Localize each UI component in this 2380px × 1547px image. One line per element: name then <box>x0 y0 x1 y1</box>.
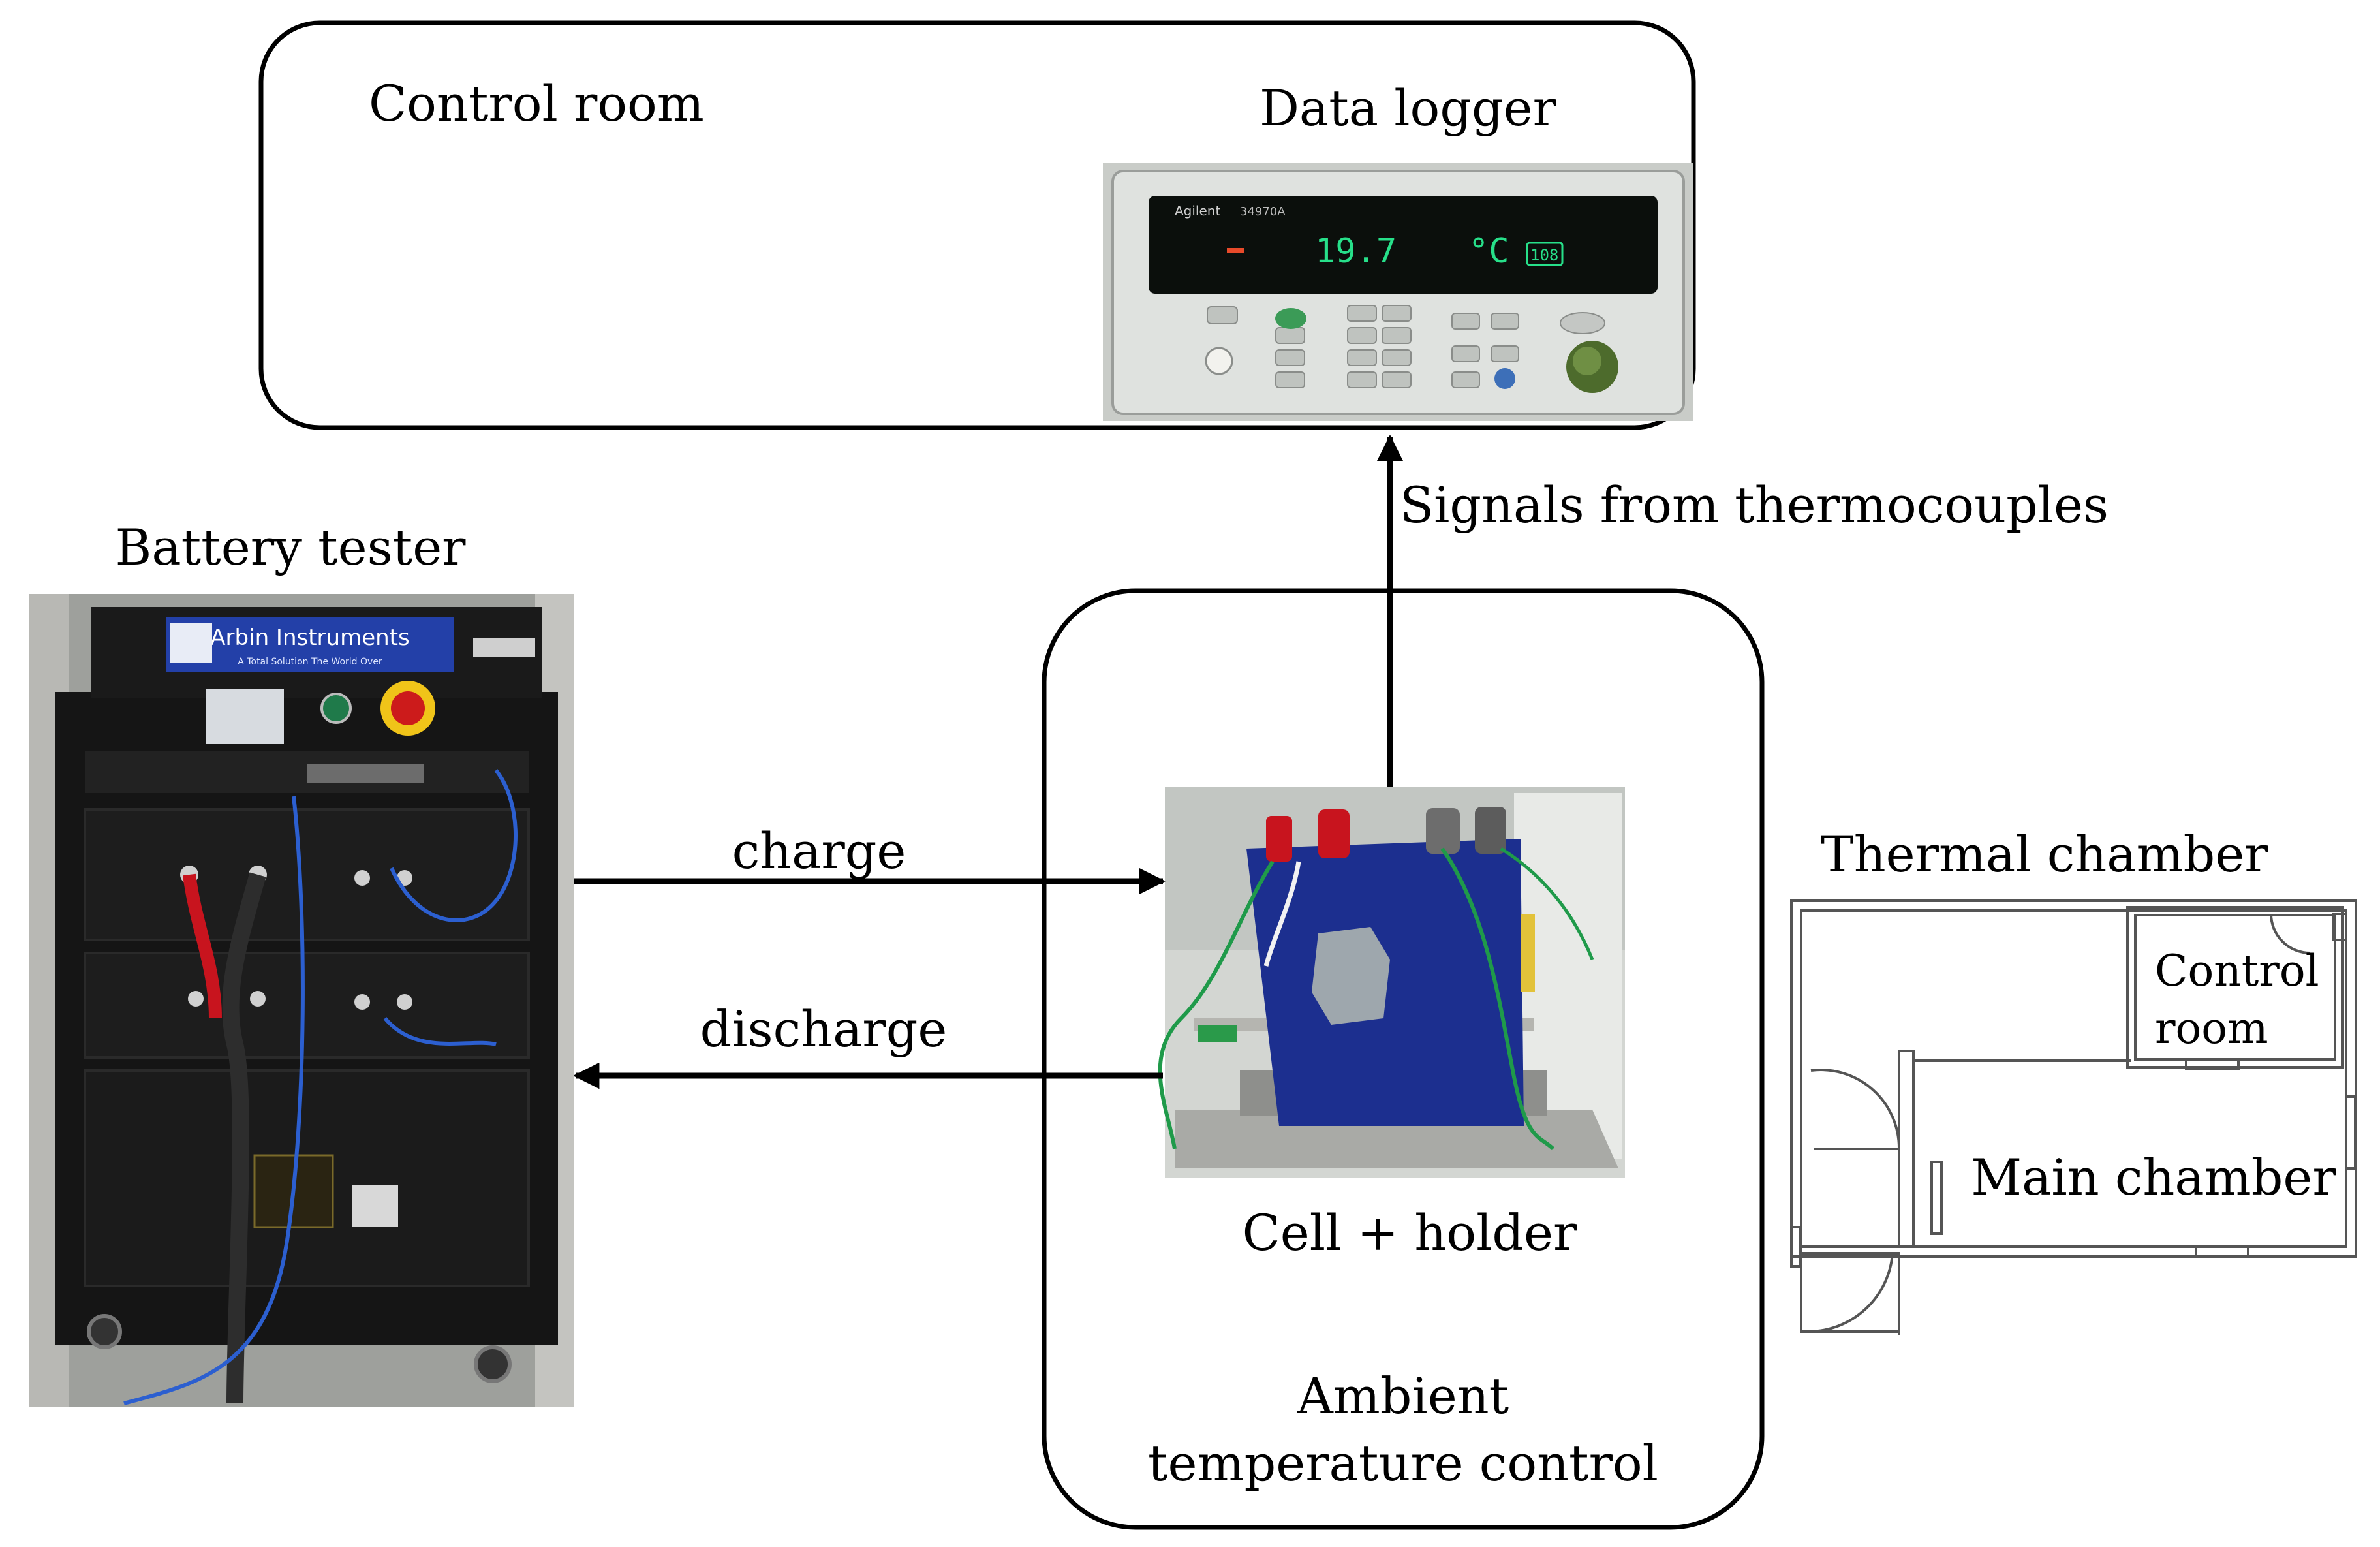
ambient-control-box: Ambient temperature control <box>1042 588 1765 1530</box>
floorplan-control-line1: Control <box>2155 946 2319 996</box>
logger-unit: °C <box>1468 232 1509 271</box>
signals-label: Signals from thermocouples <box>1400 476 2109 534</box>
cell-holder-label: Cell + holder <box>1243 1204 1577 1262</box>
arbin-brand: Arbin Instruments <box>210 625 409 651</box>
arbin-tagline: A Total Solution The World Over <box>238 657 382 667</box>
data-logger-photo: Agilent 34970A 19.7 °C 108 <box>1103 163 1693 421</box>
control-room-label: Control room <box>369 74 704 133</box>
ambient-label-line2: temperature control <box>1148 1434 1658 1492</box>
cell-holder-photo: Cell + holder <box>1158 787 1625 1262</box>
logger-channel: 108 <box>1530 246 1558 264</box>
floorplan-control-line2: room <box>2155 1003 2268 1054</box>
battery-tester-label: Battery tester <box>115 518 466 576</box>
logger-reading: 19.7 <box>1315 232 1397 271</box>
floorplan-main-chamber: Main chamber <box>1971 1148 2336 1206</box>
ambient-label-line1: Ambient <box>1297 1367 1509 1425</box>
thermal-chamber-floorplan <box>1790 899 2357 1335</box>
discharge-label: discharge <box>700 1000 948 1058</box>
logger-brand: Agilent <box>1175 203 1220 219</box>
thermal-chamber-label: Thermal chamber <box>1821 825 2268 883</box>
logger-model: 34970A <box>1240 205 1286 219</box>
battery-tester-photo: Arbin Instruments A Total Solution The W… <box>29 594 574 1407</box>
data-logger-label: Data logger <box>1260 79 1557 137</box>
control-room-box: Control room Data logger <box>258 20 1696 430</box>
charge-label: charge <box>732 822 906 880</box>
